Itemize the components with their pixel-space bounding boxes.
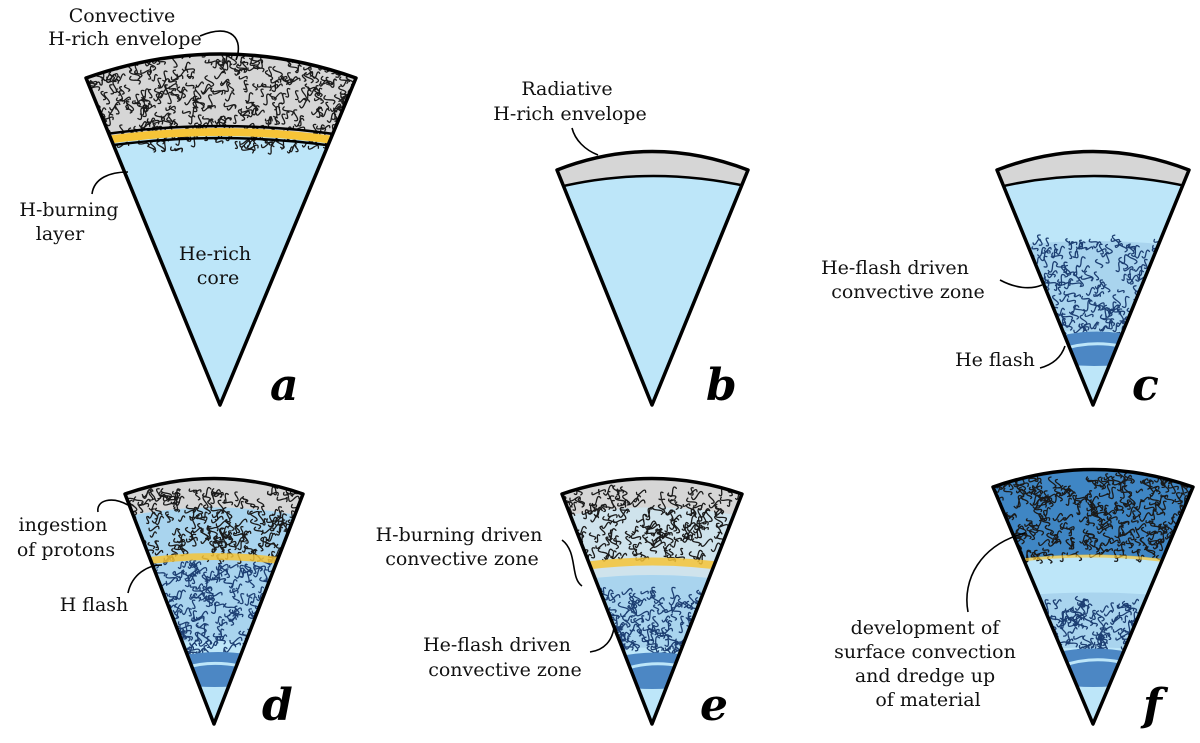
panel-b: Radiative H-rich envelope b: [493, 78, 750, 411]
burning-layer-label: H-burning layer: [19, 199, 124, 245]
panel-a: Convective H-rich envelope H-burning lay…: [19, 5, 358, 411]
convective-zone-label: He-flash driven convective zone: [821, 257, 985, 303]
panel-e: H-burning driven convective zone He-flas…: [376, 476, 744, 731]
core-label: He-rich core: [179, 243, 257, 289]
ingestion-label: ingestion of protons: [17, 514, 115, 561]
panel-letter-f: f: [1140, 680, 1169, 731]
h-flash-label: H flash: [60, 594, 129, 616]
panel-letter-b: b: [706, 360, 737, 411]
envelope-label: Convective H-rich envelope: [48, 5, 201, 50]
envelope-label: Radiative H-rich envelope: [493, 78, 646, 125]
panel-c: He-flash driven convective zone He flash…: [821, 149, 1191, 411]
wedge-outline: [560, 476, 744, 726]
wedge-outline: [123, 476, 305, 726]
panel-letter-e: e: [700, 680, 728, 731]
surface-convection-label: development of surface convection and dr…: [834, 617, 1022, 711]
wedge-outline: [555, 149, 750, 407]
h-zone-label: H-burning driven convective zone: [376, 524, 549, 570]
envelope-leader: [571, 127, 599, 156]
burning-layer-leader: [91, 171, 129, 195]
panel-f: development of surface convection and dr…: [834, 467, 1195, 731]
wedge-outline: [995, 149, 1191, 407]
panel-d: ingestion of protons H flash d: [17, 476, 305, 731]
envelope-leader: [199, 30, 240, 61]
radiative-envelope-region: [557, 151, 748, 192]
wedge-outline: [84, 52, 358, 407]
he-flash-label: He flash: [955, 349, 1035, 371]
panel-letter-a: a: [270, 360, 299, 411]
he-zone-label: He-flash driven convective zone: [423, 634, 582, 681]
panel-letter-d: d: [262, 680, 293, 731]
wedge-outline: [991, 467, 1195, 726]
convective-envelope-region: [86, 54, 356, 150]
panel-letter-c: c: [1132, 360, 1159, 411]
